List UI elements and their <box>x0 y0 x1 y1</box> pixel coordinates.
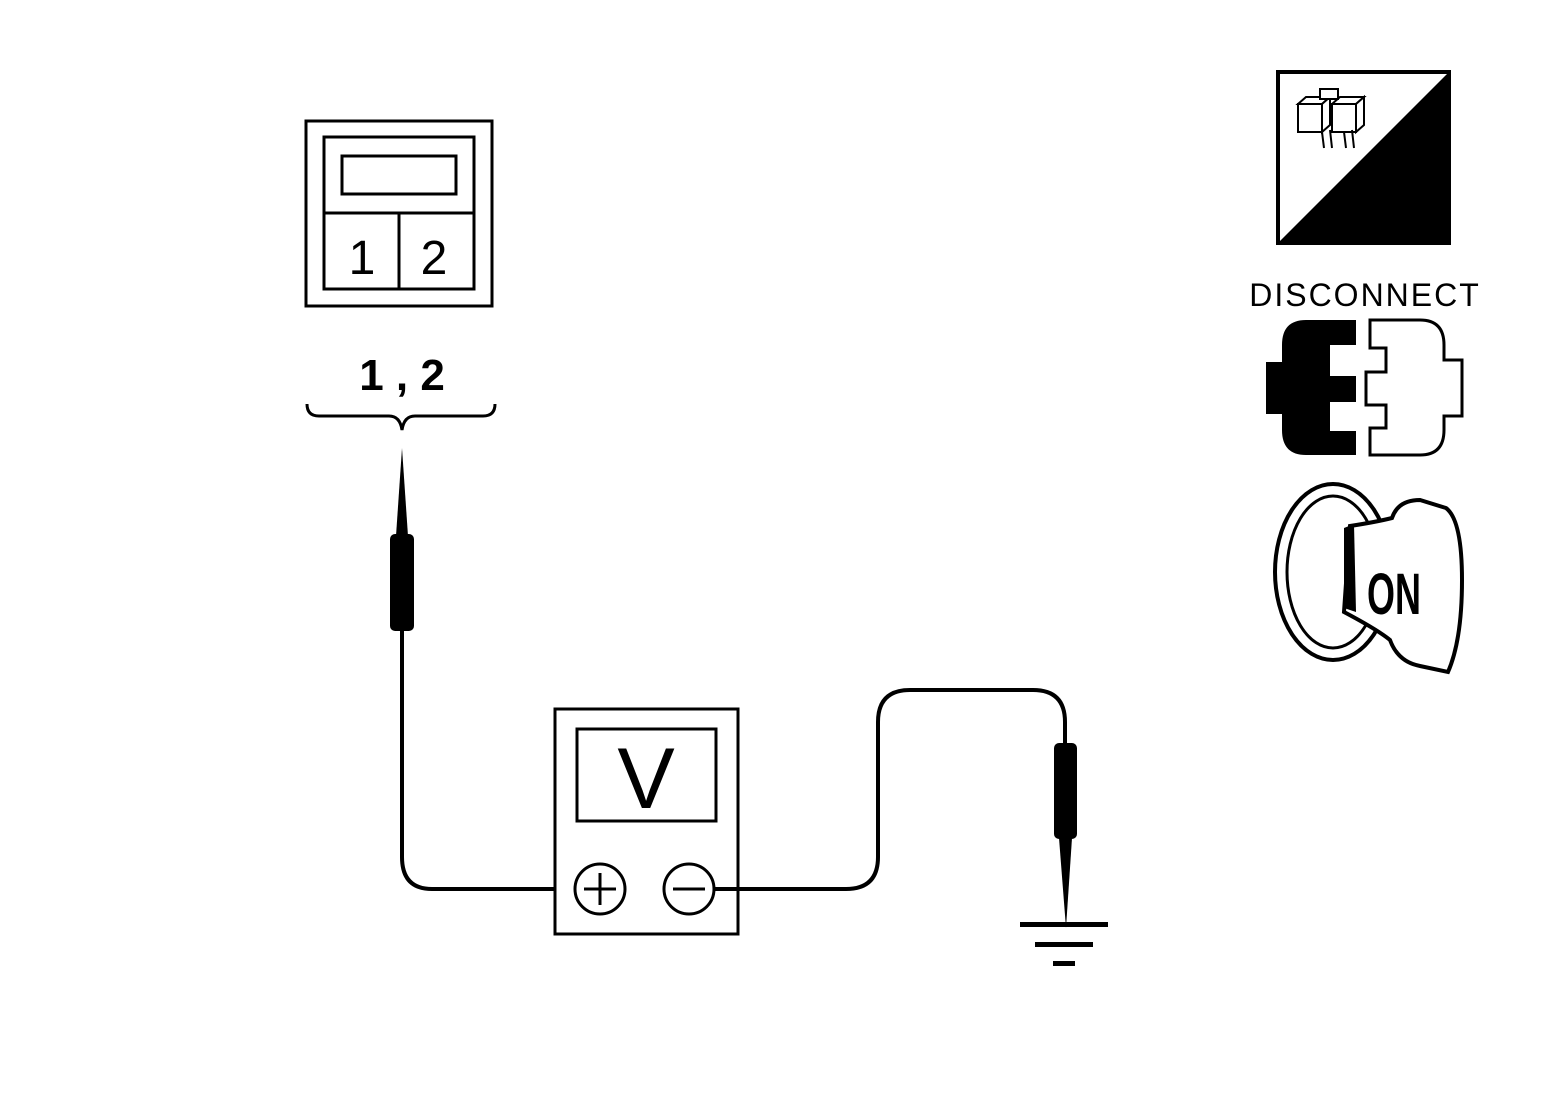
connector: 1 2 <box>304 119 494 308</box>
minus-terminal-icon <box>662 862 716 916</box>
voltmeter-symbol: V <box>617 731 674 827</box>
connector-pin-2: 2 <box>421 232 448 285</box>
harness-side-text: H.S. <box>1348 186 1431 244</box>
terminal-brace <box>305 403 497 431</box>
disconnect-connector-icon <box>1266 318 1464 457</box>
positive-probe <box>390 448 414 631</box>
negative-lead-wire <box>714 688 1067 891</box>
voltmeter: V <box>553 707 740 936</box>
probe-terminal-label: 1 , 2 <box>359 351 445 400</box>
ignition-on-text: ON <box>1367 562 1421 627</box>
disconnect-text: DISCONNECT <box>1249 277 1481 313</box>
ground-icon <box>1020 922 1108 966</box>
connector-pin-1: 1 <box>349 232 376 285</box>
plus-terminal-icon <box>573 862 627 916</box>
ignition-key-icon: ON <box>1273 482 1465 675</box>
harness-connector-icon <box>1295 88 1367 149</box>
harness-side-icon: H.S. <box>1276 70 1451 245</box>
negative-probe <box>1054 743 1077 928</box>
positive-lead-wire <box>400 630 575 891</box>
